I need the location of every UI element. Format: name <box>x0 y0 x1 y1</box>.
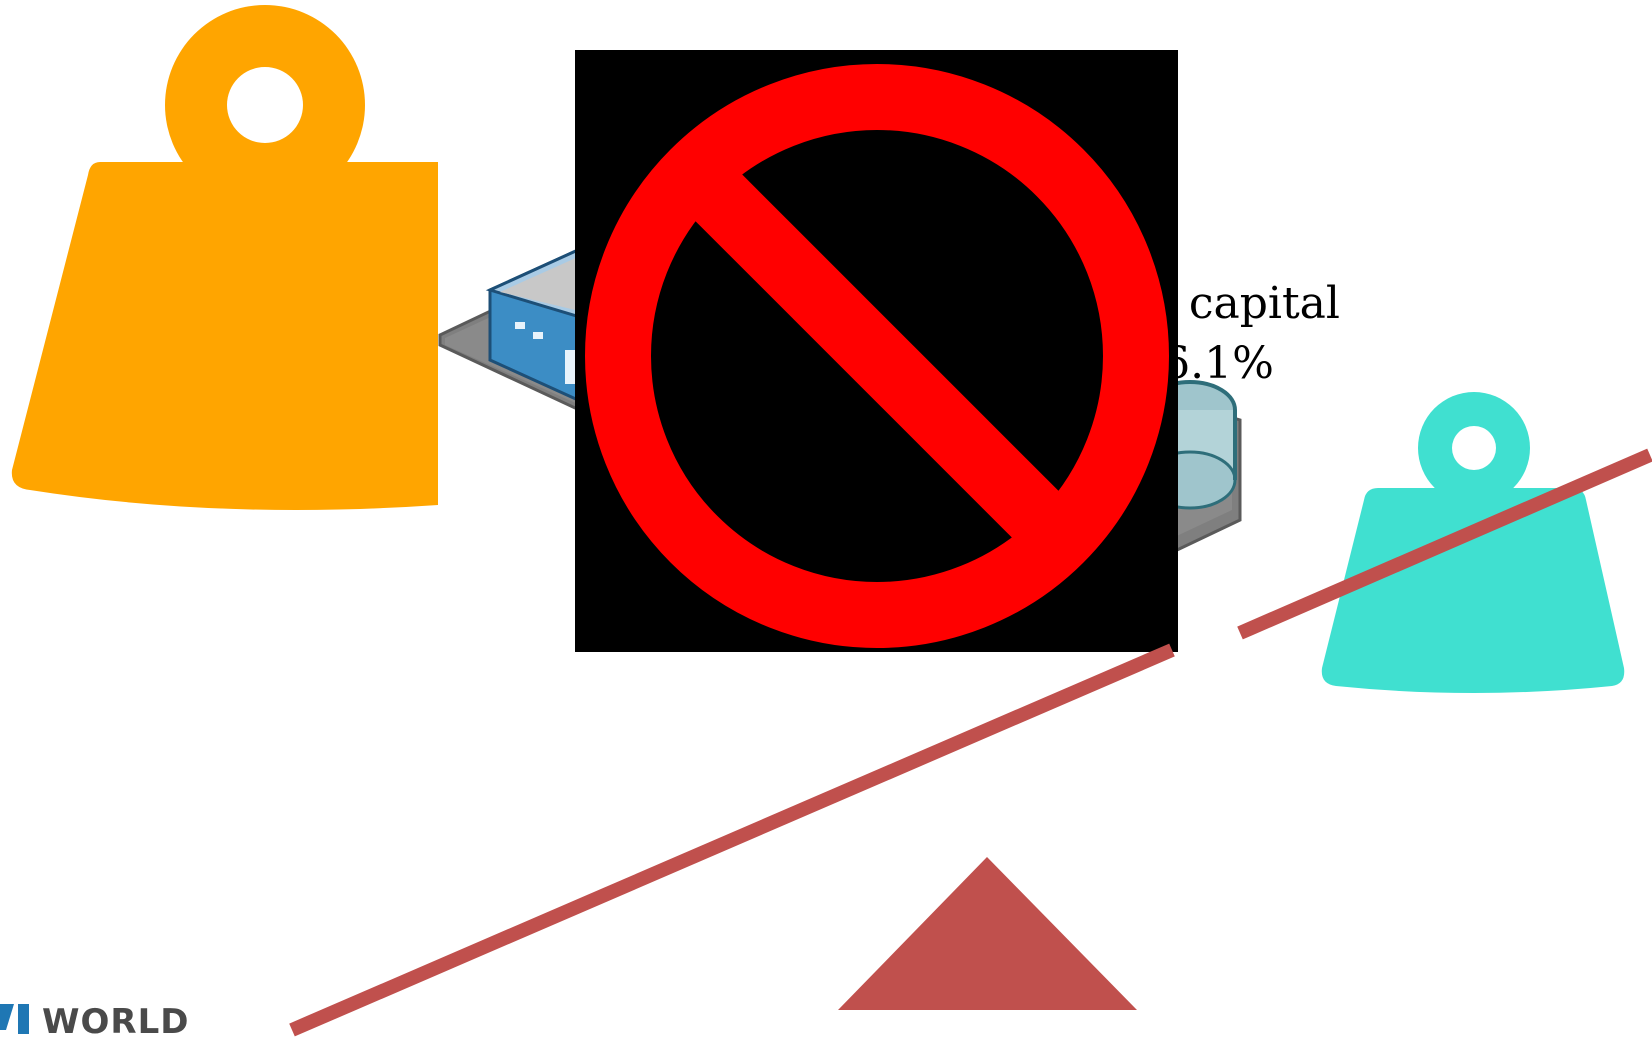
fulcrum-triangle-icon <box>838 857 1137 1010</box>
logo-mark-icon <box>0 1004 14 1030</box>
light-weight-icon <box>1322 392 1624 693</box>
no-entry-icon <box>575 50 1178 652</box>
world-logo: WORLD <box>0 1002 189 1039</box>
caption-line-2: 6.1% <box>1162 338 1274 389</box>
heavy-weight-icon <box>12 5 438 510</box>
logo-text: WORLD <box>42 1002 189 1039</box>
